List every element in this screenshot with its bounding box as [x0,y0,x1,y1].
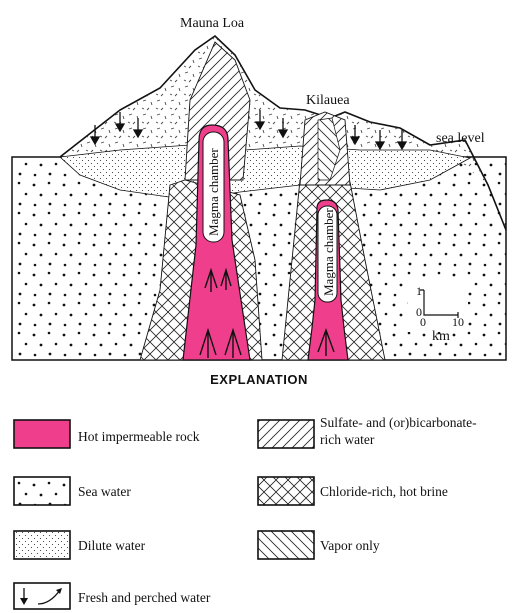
label-kilauea: Kilauea [306,93,350,108]
legend-sea-water-label: Sea water [78,483,131,500]
coarse-dot-swatch-icon [14,477,70,505]
forward-hatch-swatch-icon [258,420,314,448]
svg-text:km: km [432,329,450,344]
label-magma-chamber-2: Magma chamber [321,208,336,296]
explanation-title: EXPLANATION [0,372,518,387]
legend-hot-rock-label: Hot impermeable rock [78,428,199,445]
crosshatch-swatch-icon [258,477,314,505]
legend-fresh-water-label: Fresh and perched water [78,589,210,606]
pink-fill-swatch-icon [14,420,70,448]
legend-chloride-brine-label: Chloride-rich, hot brine [320,483,448,500]
fine-stipple-swatch-icon [14,531,70,559]
legend-dilute-water-label: Dilute water [78,537,145,554]
legend-sulfate-water-label: Sulfate- and (or)bicarbonate- [320,414,477,431]
svg-text:1: 1 [416,284,422,298]
label-sea-level: sea level [436,131,485,146]
svg-text:0: 0 [420,315,426,329]
label-mauna-loa: Mauna Loa [180,16,245,31]
label-magma-chamber-1: Magma chamber [206,148,221,236]
back-hatch-swatch-icon [258,531,314,559]
legend-vapor-label: Vapor only [320,537,380,554]
svg-text:10: 10 [452,315,464,329]
legend-sulfate-water-label-2: rich water [320,431,374,448]
arrow-swatch-icon [14,583,70,609]
